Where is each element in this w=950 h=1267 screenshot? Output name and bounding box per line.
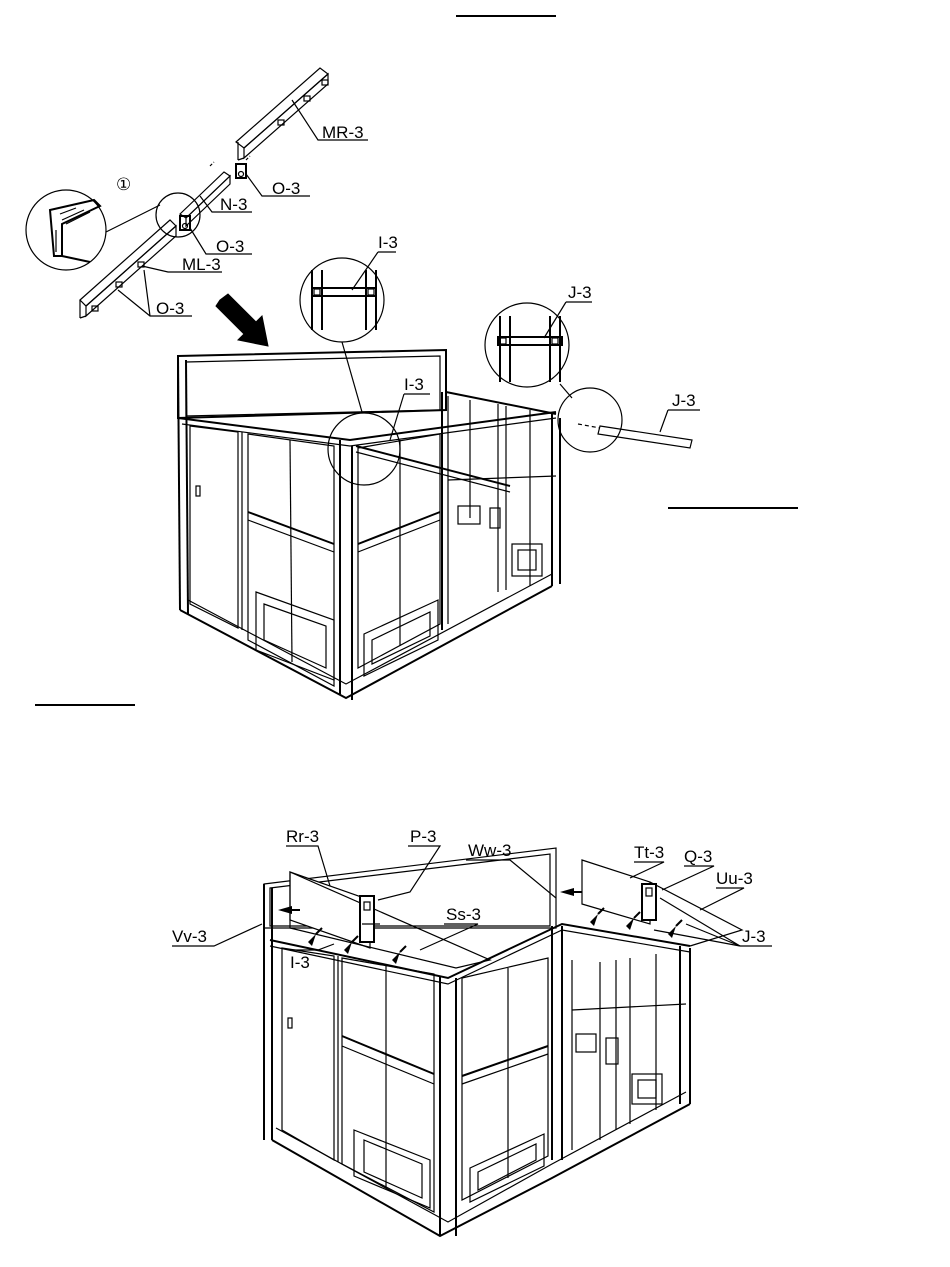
label-i3-bottom: I-3 <box>290 953 310 972</box>
label-rr3: Rr-3 <box>286 827 319 846</box>
label-uu3: Uu-3 <box>716 869 753 888</box>
callout-number: ① <box>116 175 131 194</box>
label-ss3: Ss-3 <box>446 905 481 924</box>
label-j3-upper: J-3 <box>568 283 592 302</box>
label-o3-lower: O-3 <box>156 299 184 318</box>
detail-circle-j3 <box>485 303 572 398</box>
label-n3: N-3 <box>220 195 247 214</box>
rail-mr3 <box>236 68 328 160</box>
label-tt3: Tt-3 <box>634 843 664 862</box>
clip-q3 <box>642 884 656 920</box>
gazebo-frame-top <box>178 350 622 700</box>
label-i3-lower: I-3 <box>404 375 424 394</box>
rail-j3-loose <box>578 424 692 448</box>
assembly-arrow-icon <box>216 294 268 346</box>
label-ml3: ML-3 <box>182 255 221 274</box>
label-vv3: Vv-3 <box>172 927 207 946</box>
label-p3: P-3 <box>410 827 436 846</box>
detail-circle-rail <box>26 190 200 270</box>
bottom-leaders <box>172 846 772 950</box>
label-j3-bottom: J-3 <box>742 927 766 946</box>
label-q3: Q-3 <box>684 847 712 866</box>
label-o3-upper: O-3 <box>272 179 300 198</box>
label-o3-middle: O-3 <box>216 237 244 256</box>
label-i3-upper: I-3 <box>378 233 398 252</box>
label-mr3: MR-3 <box>322 123 364 142</box>
detail-circle-i3 <box>300 258 384 412</box>
label-j3-right: J-3 <box>672 391 696 410</box>
label-ww3: Ww-3 <box>468 841 511 860</box>
clip-p3 <box>360 896 380 942</box>
